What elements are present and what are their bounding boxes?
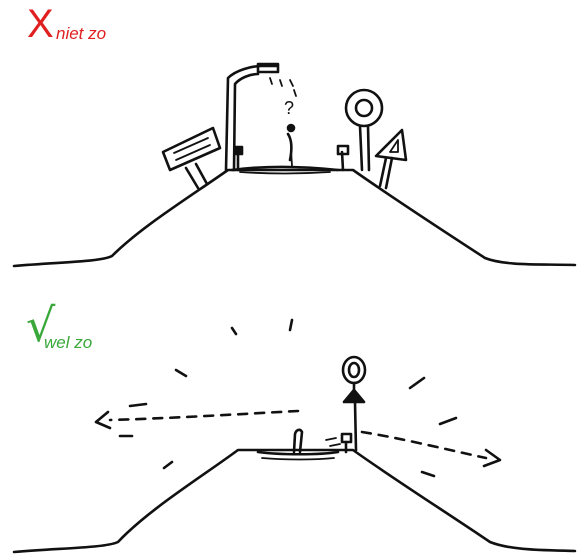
- round-traffic-sign: [346, 90, 382, 170]
- person-bottom: [294, 430, 302, 452]
- small-post-left: [235, 147, 242, 170]
- cluttered-dike: ?: [14, 64, 575, 266]
- billboard-sign: [163, 128, 220, 188]
- combined-sign-pole: [343, 357, 365, 450]
- clean-dike: [14, 320, 575, 552]
- small-post-right: [338, 146, 348, 170]
- triangle-traffic-sign: [376, 130, 406, 188]
- view-radiating-lines: [120, 320, 456, 476]
- road-bottom: [258, 452, 338, 454]
- view-arrow-left: [96, 411, 298, 428]
- road-bottom-line: [262, 458, 334, 460]
- road-top-line: [240, 172, 330, 174]
- dike-profile-top: [14, 170, 575, 266]
- dike-profile-bottom: [14, 450, 575, 552]
- question-mark: ?: [284, 98, 294, 118]
- confused-person: ?: [284, 98, 294, 166]
- view-arrow-right: [362, 432, 500, 466]
